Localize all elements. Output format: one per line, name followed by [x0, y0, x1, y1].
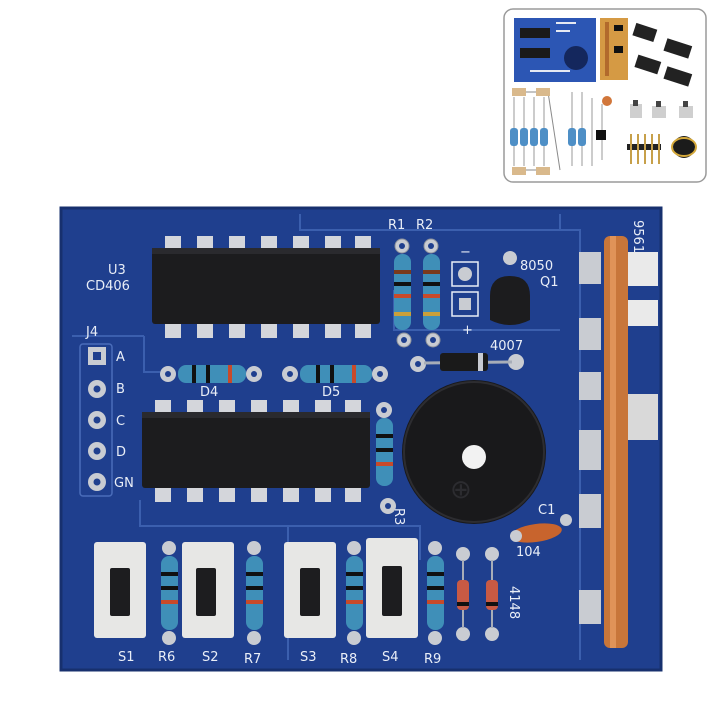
- label-4007: 4007: [490, 339, 523, 354]
- diodes-d4-d5: [160, 365, 388, 383]
- transistor-q1: [451, 251, 530, 325]
- ic-u3: [152, 236, 380, 338]
- resistor-r3: [376, 402, 396, 514]
- header-j4: [88, 347, 106, 491]
- label-s1: S1: [118, 650, 135, 665]
- label-pin-a: A: [116, 350, 125, 365]
- label-r7: R7: [244, 652, 261, 667]
- label-r1: R1: [388, 218, 405, 233]
- label-j4: J4: [85, 325, 98, 340]
- label-u3: U3: [108, 263, 126, 278]
- label-d5: D5: [322, 385, 340, 400]
- label-q1: Q1: [540, 275, 559, 290]
- resistors-r6-r9: [161, 541, 444, 645]
- diodes-4148: [456, 547, 499, 641]
- label-d4: D4: [200, 385, 218, 400]
- label-8050: 8050: [520, 259, 553, 274]
- capacitor-c1: [510, 514, 572, 543]
- switches: [94, 538, 418, 638]
- label-s4: S4: [382, 650, 399, 665]
- label-104: 104: [516, 545, 541, 560]
- label-pin-c: C: [116, 414, 125, 429]
- silkscreen-labels: U3 CD406 R1 R2 − + 8050 Q1 4007 J4 A B C…: [85, 218, 645, 667]
- label-pin-d: D: [116, 445, 126, 460]
- label-s3: S3: [300, 650, 317, 665]
- ic-lower: [142, 400, 370, 502]
- label-cd406: CD406: [86, 279, 130, 294]
- label-r8: R8: [340, 652, 357, 667]
- label-plus: +: [462, 323, 473, 338]
- label-4148: 4148: [506, 586, 521, 619]
- kit-parts-inset: [503, 8, 707, 183]
- label-s2: S2: [202, 650, 219, 665]
- label-minus: −: [460, 245, 471, 260]
- diode-4007: [410, 353, 524, 372]
- label-9561: 9561: [630, 220, 645, 253]
- label-r6: R6: [158, 650, 175, 665]
- label-c1: C1: [538, 503, 555, 518]
- svg-text:⊕: ⊕: [450, 475, 472, 505]
- buzzer: ⊕: [402, 380, 546, 524]
- label-r3: R3: [391, 508, 406, 525]
- antenna-coil: [579, 236, 658, 648]
- resistors-r1-r2: [394, 238, 441, 348]
- label-r9: R9: [424, 652, 441, 667]
- label-r2: R2: [416, 218, 433, 233]
- label-pin-gnd: GN: [114, 476, 134, 491]
- label-pin-b: B: [116, 382, 125, 397]
